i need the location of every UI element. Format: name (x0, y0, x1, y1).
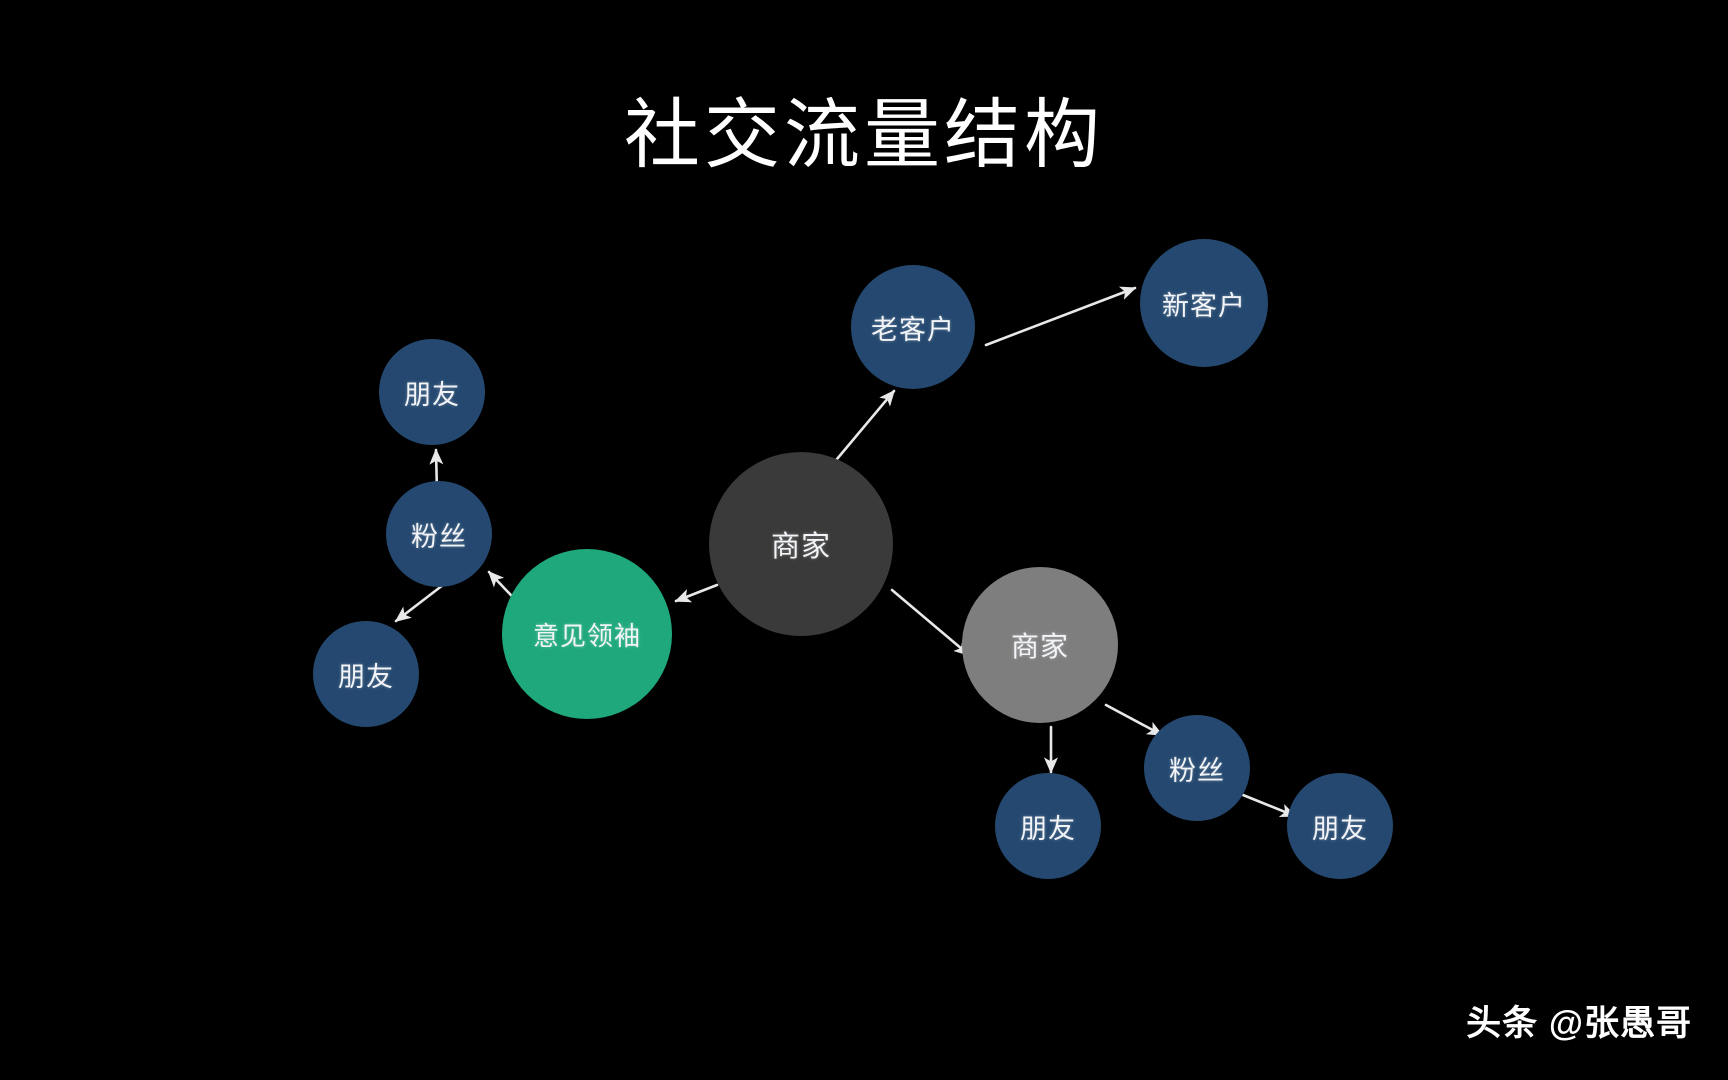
node-friend_bottom_mid[interactable]: 朋友 (995, 773, 1101, 879)
edge-merchant-to-leader-arrow-icon (674, 583, 719, 603)
node-label-merchant_right: 商家 (1010, 632, 1069, 663)
edge-old-to-new-arrow-icon (984, 286, 1137, 347)
page-title: 社交流量结构 (624, 94, 1104, 178)
node-merchant_right[interactable]: 商家 (962, 567, 1118, 723)
node-fans_right[interactable]: 粉丝 (1144, 715, 1250, 821)
node-old_customer[interactable]: 老客户 (851, 265, 975, 389)
node-friend_top_left[interactable]: 朋友 (379, 339, 485, 445)
node-friend_bottom_left[interactable]: 朋友 (313, 621, 419, 727)
node-label-opinion_leader: 意见领袖 (532, 621, 641, 651)
node-label-old_customer: 老客户 (871, 314, 955, 345)
node-label-friend_top_left: 朋友 (404, 379, 460, 410)
node-label-merchant_center: 商家 (770, 531, 831, 563)
watermark: 头条 @张愚哥 (1466, 1004, 1692, 1043)
node-label-fans_right: 粉丝 (1169, 755, 1225, 786)
edge-merchantR-to-fans-arrow-icon (1104, 703, 1164, 737)
edge-merchant-to-merchant-arrow-icon (890, 588, 971, 657)
node-label-friend_bottom_right: 朋友 (1312, 813, 1368, 844)
node-label-friend_bottom_mid: 朋友 (1020, 813, 1076, 844)
node-friend_bottom_right[interactable]: 朋友 (1287, 773, 1393, 879)
node-new_customer[interactable]: 新客户 (1140, 239, 1268, 367)
node-label-new_customer: 新客户 (1162, 290, 1246, 321)
node-label-fans_left: 粉丝 (411, 521, 467, 552)
node-merchant_center[interactable]: 商家 (709, 452, 893, 636)
edge-merchant-to-old-arrow-icon (830, 389, 896, 467)
edge-fans-to-friend-down-arrow-icon (394, 583, 445, 623)
node-opinion_leader[interactable]: 意见领袖 (502, 549, 672, 719)
node-label-friend_bottom_left: 朋友 (338, 661, 394, 692)
edge-fansR-to-friendR-arrow-icon (1241, 793, 1297, 818)
node-fans_left[interactable]: 粉丝 (386, 481, 492, 587)
